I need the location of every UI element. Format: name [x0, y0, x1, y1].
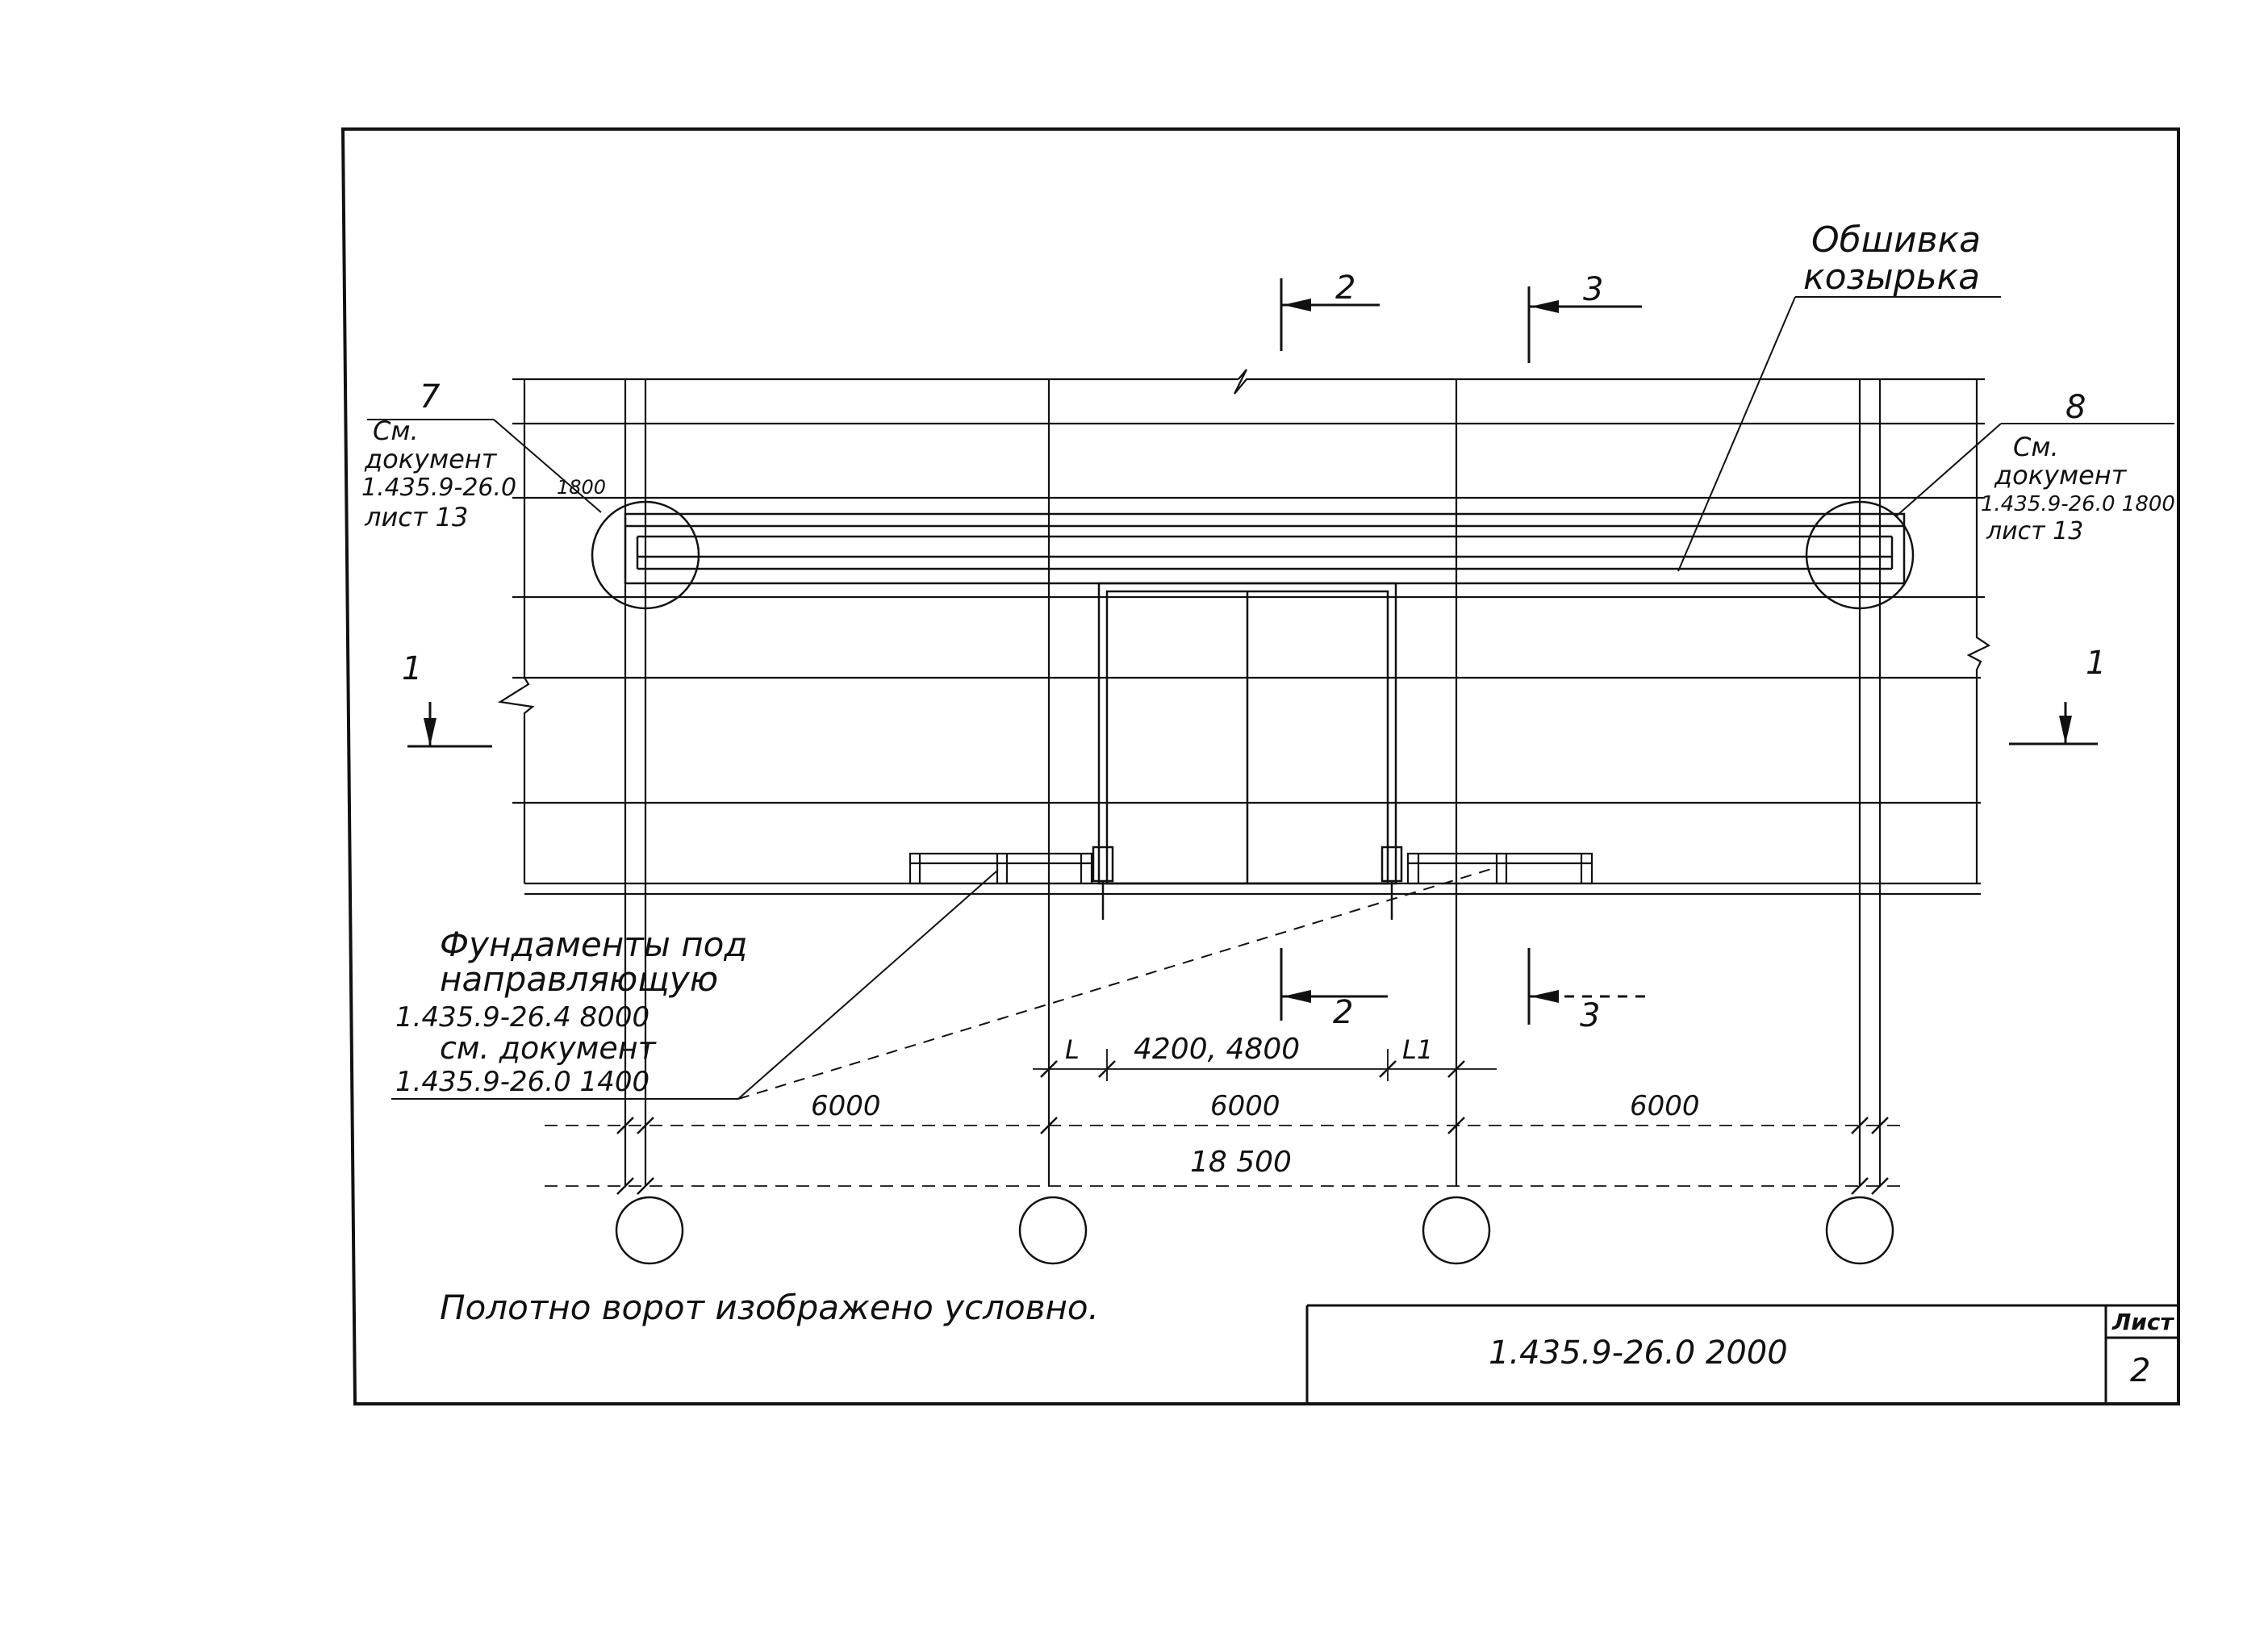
dim-l: L — [1065, 1034, 1080, 1065]
guide-foundations — [908, 852, 1593, 885]
foundations-line3: 1.435.9-26.4 8000 — [395, 1001, 649, 1034]
canopy-label-line1: Обшивка — [1811, 219, 1981, 261]
gate — [1092, 582, 1403, 920]
callout-left-line3: 1.435.9-26.0 — [361, 474, 516, 502]
dimension-lines — [545, 1049, 1908, 1187]
callout-right: 8 См. документ 1.435.9-26.0 1800 лист 13 — [1981, 389, 2175, 545]
facade-horizontal-lines — [512, 369, 1985, 896]
foundations-line4: см. документ — [440, 1030, 658, 1066]
canopy — [624, 512, 1906, 585]
callout-foundations: Фундаменты под направляющую 1.435.9-26.4… — [395, 925, 747, 1098]
callout-left: 7 См. документ 1.435.9-26.0 1800 лист 13 — [361, 378, 606, 532]
section-labels: 1 1 2 3 2 3 — [402, 269, 2106, 1034]
axis-bubble-2 — [1018, 1196, 1088, 1265]
callout-right-line2: документ — [1994, 460, 2128, 491]
canopy-label-line2: козырька — [1803, 257, 1980, 298]
section-arrowheads — [424, 299, 2072, 1003]
callout-left-line3b: 1800 — [557, 476, 606, 499]
section-3-bottom: 3 — [1580, 997, 1600, 1034]
dimension-ticks — [616, 1060, 1889, 1195]
foundations-line5: 1.435.9-26.0 1400 — [395, 1066, 649, 1098]
sheet-frame — [340, 127, 2180, 1405]
drawing-code: 1.435.9-26.0 2000 — [1489, 1334, 1788, 1372]
general-note: Полотно ворот изображено условно. — [440, 1288, 1099, 1327]
callout-right-line4: лист 13 — [1986, 517, 2083, 545]
callout-left-line1: См. — [373, 416, 419, 446]
callout-left-number: 7 — [420, 378, 441, 416]
dimension-labels: L 4200, 4800 L1 6000 6000 6000 18 500 — [811, 1033, 1700, 1179]
section-1-left: 1 — [402, 650, 422, 687]
foundations-line1: Фундаменты под — [440, 925, 747, 964]
title-block — [1305, 1304, 2178, 1404]
dim-l1: L1 — [1402, 1034, 1433, 1065]
callout-right-line1: См. — [2013, 432, 2059, 462]
dim-bay-middle: 6000 — [1210, 1090, 1280, 1122]
callout-right-line3: 1.435.9-26.0 1800 — [1981, 492, 2175, 516]
sheet-label: Лист — [2111, 1309, 2174, 1335]
dim-total: 18 500 — [1190, 1146, 1292, 1179]
callout-left-line4: лист 13 — [364, 502, 468, 532]
facade-break-lines — [497, 379, 1991, 883]
callout-right-number: 8 — [2065, 389, 2086, 426]
section-1-right: 1 — [2086, 645, 2106, 682]
axis-bubbles — [615, 1196, 1894, 1265]
foundations-line2: направляющую — [440, 959, 718, 999]
detail-circles — [591, 500, 1915, 610]
callout-left-line2: документ — [364, 444, 498, 474]
section-markers — [407, 278, 2098, 1025]
dim-bay-left: 6000 — [811, 1090, 881, 1122]
section-2-bottom: 2 — [1333, 994, 1353, 1031]
dim-bay-right: 6000 — [1630, 1090, 1700, 1122]
section-3-top: 3 — [1583, 271, 1603, 308]
sheet-number: 2 — [2130, 1352, 2150, 1389]
axis-bubble-1 — [615, 1196, 684, 1265]
leader-lines — [367, 296, 2174, 1100]
axis-bubble-3 — [1422, 1196, 1491, 1265]
title-block-text: 1.435.9-26.0 2000 Лист 2 — [1489, 1309, 2174, 1389]
dim-gate-widths: 4200, 4800 — [1134, 1033, 1300, 1066]
callout-canopy: Обшивка козырька — [1803, 219, 1981, 298]
axis-bubble-4 — [1825, 1196, 1894, 1265]
section-2-top: 2 — [1335, 269, 1355, 307]
